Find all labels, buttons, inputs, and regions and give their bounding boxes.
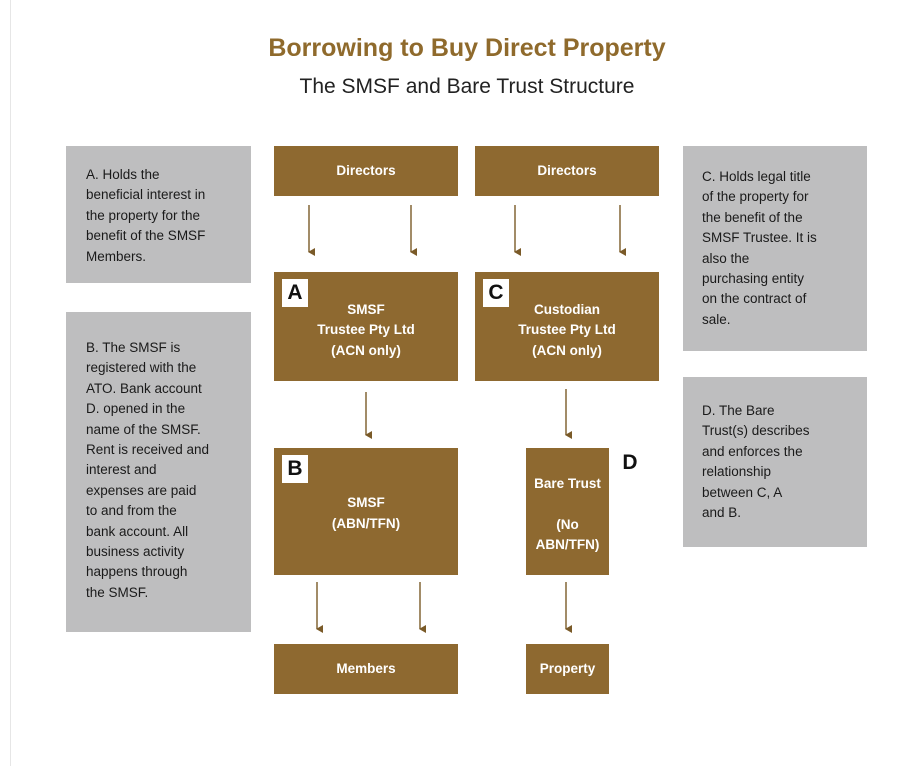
bare-trust-box: Bare Trust (No ABN/TFN) bbox=[526, 448, 609, 575]
note-b: B. The SMSF is registered with the ATO. … bbox=[66, 312, 251, 632]
tag-a: A bbox=[282, 279, 308, 307]
note-c: C. Holds legal title of the property for… bbox=[683, 146, 867, 351]
directors-right-box: Directors bbox=[475, 146, 659, 196]
diagram-title: Borrowing to Buy Direct Property bbox=[268, 34, 666, 62]
diagram-subtitle: The SMSF and Bare Trust Structure bbox=[299, 75, 635, 98]
left-border-line bbox=[10, 0, 11, 766]
tag-b: B bbox=[282, 455, 308, 483]
property-box: Property bbox=[526, 644, 609, 694]
tag-c: C bbox=[483, 279, 509, 307]
tag-d: D bbox=[617, 449, 643, 477]
note-d: D. The Bare Trust(s) describes and enfor… bbox=[683, 377, 867, 547]
directors-left-box: Directors bbox=[274, 146, 458, 196]
note-a: A. Holds the beneficial interest in the … bbox=[66, 146, 251, 283]
members-box: Members bbox=[274, 644, 458, 694]
